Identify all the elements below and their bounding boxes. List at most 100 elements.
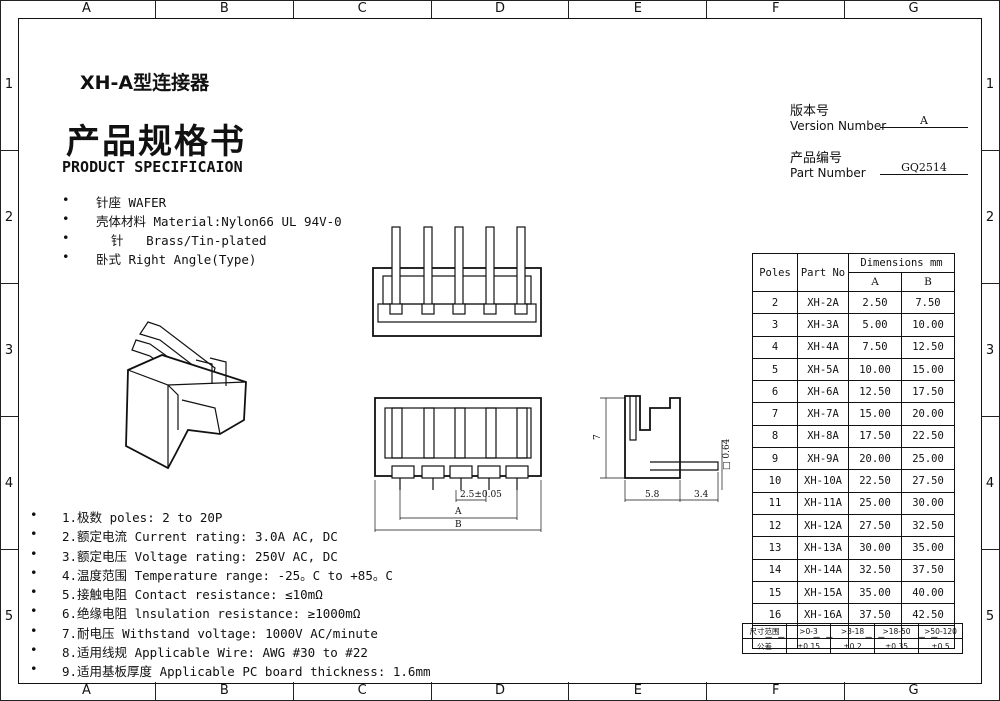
col-c: C <box>292 0 431 18</box>
part-value: GQ2514 <box>880 161 968 175</box>
version-block: 版本号 Version Number A <box>790 100 968 133</box>
table-cell: 12 <box>752 513 798 538</box>
table-cell: 37.50 <box>901 558 955 582</box>
table-cell: XH-14A <box>797 558 849 582</box>
list-item: •2.额定电流 Current rating: 3.0A AC, DC <box>30 526 338 545</box>
spec-title-cn: 产品规格书 <box>66 122 246 162</box>
row-4: 4 <box>0 416 18 549</box>
list-item: •6.绝缘电阻 lnsulation resistance: ≥1000mΩ <box>30 603 361 622</box>
col-b: B <box>154 0 293 18</box>
table-cell: 12.50 <box>848 380 902 404</box>
model-title: XH-A型连接器 <box>80 72 210 94</box>
table-cell: 40.00 <box>901 580 955 605</box>
col-f: F <box>706 682 844 700</box>
table-cell: 27.50 <box>848 513 902 538</box>
column-ruler-top: A B C D E F G <box>18 0 982 18</box>
tolerance-table: 尺寸范围 >0-3 >3-18 >18-50 >50-120 公差 ±0.15 … <box>742 623 963 654</box>
table-cell: 42.50 <box>901 603 955 627</box>
row-3: 3 <box>0 283 18 416</box>
table-cell: 11 <box>752 491 798 515</box>
pitch-label: 2.5±0.05 <box>460 490 502 500</box>
table-cell: 35.00 <box>848 580 902 605</box>
table-cell: 10.00 <box>901 313 955 337</box>
list-item: •针座 WAFER <box>62 192 167 210</box>
row-4: 4 <box>981 416 999 549</box>
col-e: E <box>568 682 706 700</box>
part-label-cn: 产品编号 <box>790 151 843 166</box>
side-58-label: 5.8 <box>645 490 660 500</box>
list-item: •卧式 Right Angle(Type) <box>62 249 257 267</box>
table-cell: 25.00 <box>848 491 902 515</box>
side-height-label: 7 <box>593 434 603 440</box>
table-cell: 12.50 <box>901 335 955 359</box>
table-cell: 30.00 <box>901 491 955 515</box>
col-a: A <box>81 1 91 16</box>
table-cell: 35.00 <box>901 536 955 560</box>
table-cell: 37.50 <box>848 603 902 627</box>
list-item: • 针 Brass/Tin-plated <box>62 230 267 248</box>
list-item: •9.适用基板厚度 Applicable PC board thickness:… <box>30 661 431 680</box>
table-cell: 7.50 <box>901 290 955 315</box>
row-ruler-right: 1 2 3 4 5 <box>981 18 999 682</box>
connector-top-view <box>372 226 542 337</box>
table-cell: 25.00 <box>901 447 955 471</box>
table-cell: XH-10A <box>797 469 849 493</box>
table-cell: XH-12A <box>797 513 849 538</box>
list-item: •5.接触电阻 Contact resistance: ≤10mΩ <box>30 584 323 603</box>
side-34-label: 3.4 <box>694 490 709 500</box>
col-c: C <box>292 682 431 700</box>
col-e: E <box>568 0 706 18</box>
row-5: 5 <box>0 549 18 682</box>
table-cell: XH-13A <box>797 536 849 560</box>
table-cell: 17.50 <box>848 424 902 449</box>
col-a: A <box>81 683 91 698</box>
list-item: •1.极数 poles: 2 to 20P <box>30 507 223 525</box>
table-cell: 20.00 <box>901 402 955 426</box>
part-label-en: Part Number <box>790 166 866 180</box>
col-d: D <box>430 682 569 700</box>
list-item: •3.额定电压 Voltage rating: 250V AC, DC <box>30 545 338 564</box>
table-cell: 30.00 <box>848 536 902 560</box>
spec-notes: •1.极数 poles: 2 to 20P •2.额定电流 Current ra… <box>30 507 431 681</box>
part-number-block: 产品编号 Part Number GQ2514 <box>790 147 968 180</box>
side-064-label: □ 0.64 <box>722 438 732 470</box>
dim-b-label: B <box>455 520 462 530</box>
list-item: •壳体材料 Material:Nylon66 UL 94V-0 <box>62 211 342 229</box>
connector-iso-view <box>125 321 247 470</box>
row-3: 3 <box>981 283 999 416</box>
version-value: A <box>880 114 968 128</box>
table-cell: 27.50 <box>901 469 955 493</box>
spec-title-en: PRODUCT SPECIFICAION <box>62 158 243 176</box>
version-label-cn: 版本号 <box>790 104 830 119</box>
table-cell: 32.50 <box>848 558 902 582</box>
table-cell: XH-6A <box>797 380 849 404</box>
row-1: 1 <box>985 76 995 92</box>
table-cell: XH-7A <box>797 402 849 426</box>
column-ruler-bottom: A B C D E F G <box>18 682 982 700</box>
list-item: •7.耐电压 Withstand voltage: 1000V AC/minut… <box>30 622 378 641</box>
col-g: G <box>844 682 982 700</box>
col-g: G <box>844 0 982 18</box>
row-5: 5 <box>981 549 999 682</box>
connector-side-view <box>600 395 723 502</box>
table-cell: XH-15A <box>797 580 849 605</box>
drawing-border <box>18 18 982 684</box>
list-item: •8.适用线规 Applicable Wire: AWG #30 to #22 <box>30 642 368 661</box>
list-item: •4.温度范围 Temperature range: -25。C to +85。… <box>30 564 393 583</box>
version-label-en: Version Number <box>790 119 887 133</box>
row-1: 1 <box>4 76 14 92</box>
table-cell: XH-5A <box>797 357 849 382</box>
header-poles: Poles <box>752 253 798 292</box>
row-2: 2 <box>0 150 18 283</box>
table-row: 公差 ±0.15 ±0.2 ±0.35 ±0.5 <box>742 638 963 654</box>
table-cell: XH-11A <box>797 491 849 515</box>
dim-a-label: A <box>454 507 462 517</box>
table-cell: 17.50 <box>901 380 955 404</box>
